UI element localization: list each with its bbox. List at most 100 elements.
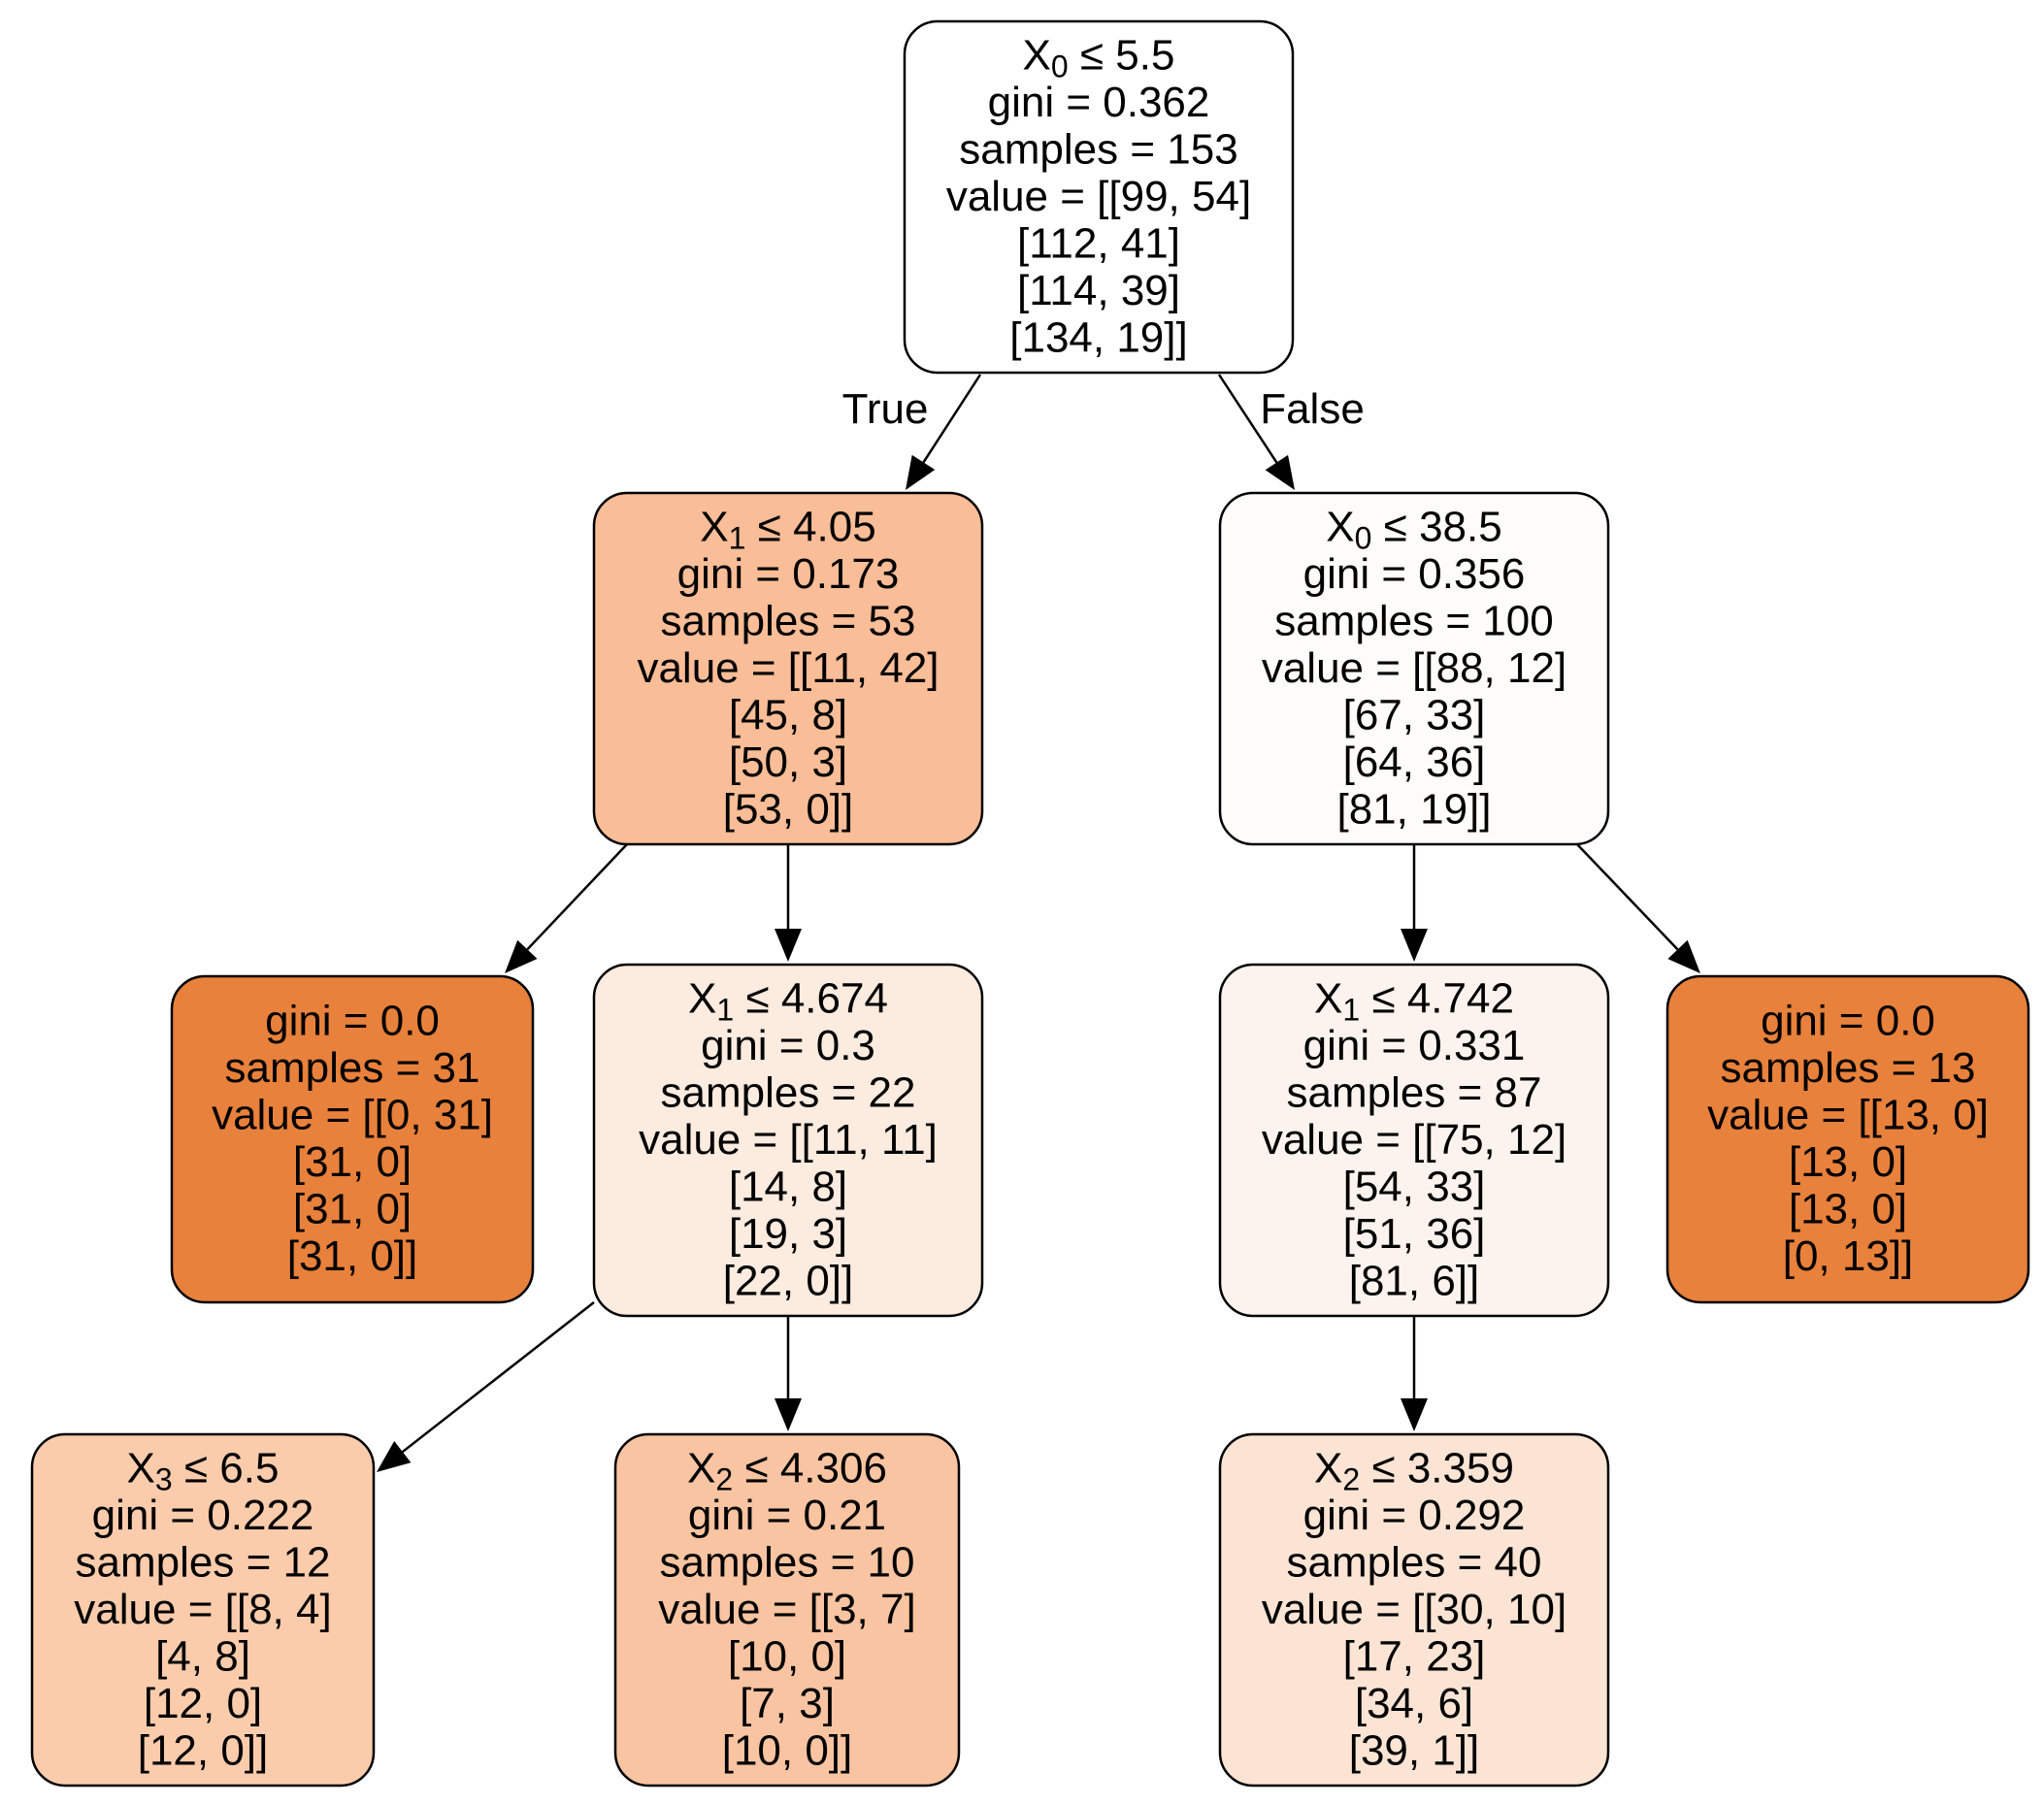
node-line: samples = 12 xyxy=(76,1538,331,1586)
node-line: value = [[8, 4] xyxy=(74,1586,331,1633)
node-line: [22, 0]] xyxy=(723,1257,854,1304)
tree-edge: True xyxy=(842,374,982,490)
node-line: [31, 0] xyxy=(293,1138,412,1186)
node-split-rule: X1 ≤ 4.05 xyxy=(700,503,875,555)
edges-layer: True False xyxy=(377,374,1700,1472)
arrow-head xyxy=(906,454,936,490)
edge-line xyxy=(526,843,628,951)
node-line: [50, 3] xyxy=(729,738,847,786)
edge-label-false: False xyxy=(1260,385,1365,433)
node-line: gini = 0.292 xyxy=(1303,1492,1526,1539)
tree-edge xyxy=(775,1316,802,1431)
node-line: value = [[11, 11] xyxy=(639,1116,938,1164)
node-line: [114, 39] xyxy=(1017,267,1180,314)
node-box xyxy=(1665,974,2030,1304)
node-line: [10, 0]] xyxy=(722,1726,853,1774)
node-line: [31, 0]] xyxy=(287,1232,418,1280)
edge-line xyxy=(1576,843,1679,951)
node-split-rule: X1 ≤ 4.742 xyxy=(1314,974,1514,1027)
edge-line xyxy=(402,1301,595,1454)
arrow-head xyxy=(1401,929,1428,962)
node-line: [4, 8] xyxy=(155,1632,250,1680)
node-line: samples = 10 xyxy=(660,1538,915,1586)
node-line: [112, 41] xyxy=(1017,219,1180,267)
arrow-head xyxy=(775,929,802,962)
node-line: value = [[0, 31] xyxy=(212,1092,493,1139)
node-line: value = [[99, 54] xyxy=(946,173,1251,220)
node-line: samples = 40 xyxy=(1287,1538,1542,1586)
node-line: gini = 0.173 xyxy=(677,550,900,598)
node-line: [12, 0] xyxy=(144,1680,262,1727)
node-split-rule: X0 ≤ 5.5 xyxy=(1023,31,1175,83)
node-line: samples = 22 xyxy=(661,1068,916,1116)
node-line: samples = 13 xyxy=(1721,1044,1976,1092)
node-box xyxy=(592,491,984,846)
node-box xyxy=(170,974,535,1304)
node-box xyxy=(613,1432,961,1788)
tree-edge xyxy=(1576,843,1700,973)
node-line: gini = 0.3 xyxy=(701,1022,875,1069)
node-box xyxy=(1218,1432,1610,1788)
node-line: [10, 0] xyxy=(728,1632,846,1680)
node-split-rule: X3 ≤ 6.5 xyxy=(127,1444,280,1496)
node-line: samples = 31 xyxy=(225,1044,480,1092)
node-line: [7, 3] xyxy=(740,1680,835,1727)
node-line: samples = 87 xyxy=(1287,1068,1542,1116)
node-box xyxy=(1218,491,1610,846)
node-line: [81, 19]] xyxy=(1336,785,1491,833)
node-line: [51, 36] xyxy=(1343,1210,1486,1258)
node-line: [31, 0] xyxy=(293,1186,412,1233)
node-line: value = [[75, 12] xyxy=(1262,1116,1566,1164)
node-box xyxy=(592,963,984,1318)
edge-label-true: True xyxy=(842,385,929,433)
node-line: [13, 0] xyxy=(1789,1138,1907,1186)
node-line: gini = 0.222 xyxy=(92,1492,314,1539)
tree-edge xyxy=(775,844,802,962)
node-line: [53, 0]] xyxy=(723,785,854,833)
node-line: value = [[3, 7] xyxy=(658,1586,915,1633)
node-box xyxy=(30,1432,376,1788)
node-split-rule: X1 ≤ 4.674 xyxy=(688,974,888,1027)
node-line: samples = 53 xyxy=(661,597,916,644)
node-line: value = [[88, 12] xyxy=(1262,644,1566,692)
edge-line xyxy=(922,374,982,464)
node-split-rule: X2 ≤ 3.359 xyxy=(1314,1444,1514,1496)
node-line: [13, 0] xyxy=(1789,1186,1907,1233)
node-line: gini = 0.362 xyxy=(988,79,1210,126)
arrow-head xyxy=(1265,454,1295,490)
node-line: gini = 0.21 xyxy=(688,1492,886,1539)
node-line: [134, 19]] xyxy=(1009,313,1187,361)
node-line: [12, 0]] xyxy=(138,1726,269,1774)
node-line: [54, 33] xyxy=(1343,1163,1486,1210)
tree-edge xyxy=(377,1301,595,1472)
arrow-head xyxy=(775,1398,802,1431)
node-line: [64, 36] xyxy=(1343,738,1486,786)
node-split-rule: X0 ≤ 38.5 xyxy=(1326,503,1501,555)
node-box xyxy=(1218,963,1610,1318)
node-line: gini = 0.331 xyxy=(1303,1022,1526,1069)
node-line: [39, 1]] xyxy=(1349,1726,1480,1774)
node-line: [17, 23] xyxy=(1343,1632,1486,1680)
node-line: gini = 0.356 xyxy=(1303,550,1526,598)
edge-line xyxy=(1217,374,1278,464)
node-line: value = [[13, 0] xyxy=(1707,1092,1989,1139)
node-split-rule: X2 ≤ 4.306 xyxy=(687,1444,887,1496)
node-line: [34, 6] xyxy=(1355,1680,1473,1727)
tree-edge xyxy=(505,843,628,973)
node-line: [19, 3] xyxy=(729,1210,847,1258)
node-line: [67, 33] xyxy=(1343,691,1486,738)
node-line: [81, 6]] xyxy=(1349,1257,1480,1304)
tree-edge xyxy=(1401,1316,1428,1431)
arrow-head xyxy=(377,1441,412,1472)
node-line: gini = 0.0 xyxy=(1761,998,1935,1045)
